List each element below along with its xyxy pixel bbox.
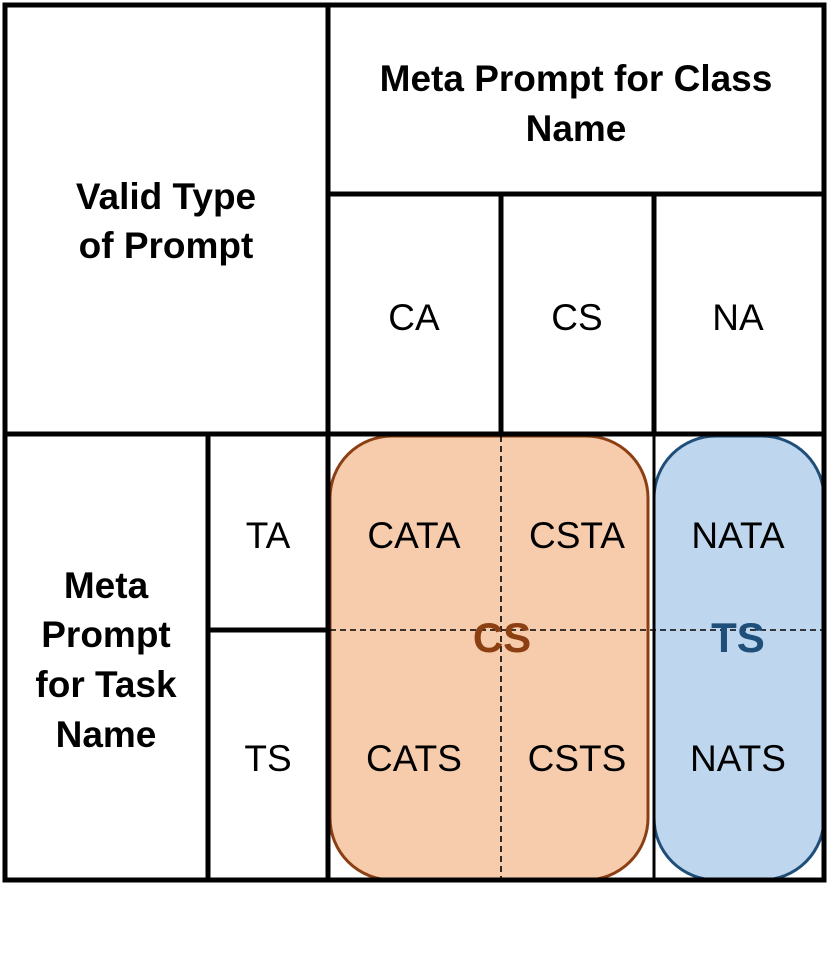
- task-header-line1: Meta: [64, 565, 149, 606]
- task-header-line2: Prompt: [41, 614, 171, 655]
- cs-group-label: CS: [473, 614, 531, 661]
- cell-nata: NATA: [691, 515, 785, 556]
- ts-group-label: TS: [711, 614, 765, 661]
- class-header-line1: Meta Prompt for Class: [380, 58, 773, 99]
- column-header-ca: CA: [388, 297, 440, 338]
- corner-header-line2: of Prompt: [79, 225, 254, 266]
- task-header-line3: for Task: [35, 664, 177, 705]
- column-header-na: NA: [712, 297, 764, 338]
- table-grid: [2, 2, 827, 883]
- cell-cata: CATA: [367, 515, 461, 556]
- cell-nats: NATS: [690, 738, 786, 779]
- corner-header-line1: Valid Type: [76, 176, 256, 217]
- row-header-ts: TS: [244, 738, 291, 779]
- cell-cats: CATS: [366, 738, 462, 779]
- class-header-line2: Name: [526, 108, 627, 149]
- cell-csts: CSTS: [528, 738, 627, 779]
- column-header-cs: CS: [551, 297, 602, 338]
- cell-csta: CSTA: [529, 515, 625, 556]
- row-header-ta: TA: [246, 515, 291, 556]
- task-header-line4: Name: [56, 714, 157, 755]
